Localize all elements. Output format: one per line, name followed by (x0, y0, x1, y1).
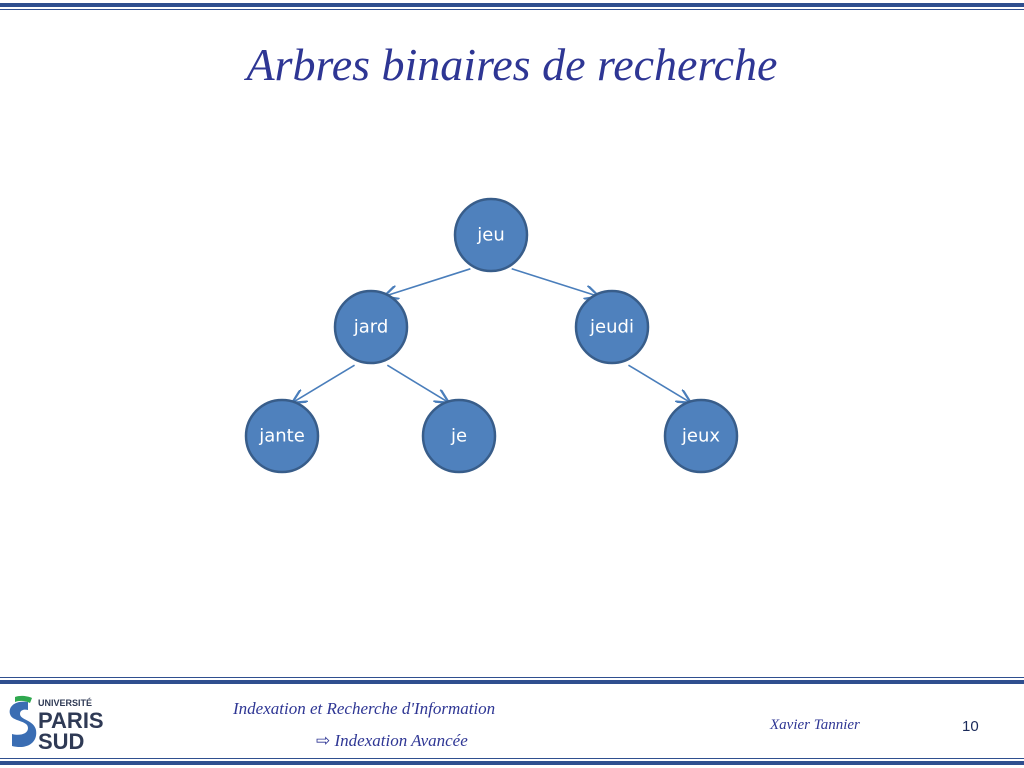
tree-edges (293, 267, 689, 402)
footer-border-thick-bottom (0, 761, 1024, 765)
footer-border-thick-top (0, 680, 1024, 684)
footer-course-title: Indexation et Recherche d'Information (233, 699, 496, 718)
footer-subtitle: ⇨ Indexation Avancée (316, 731, 468, 751)
node-circle (453, 197, 529, 273)
tree-nodes: jeu jard jeudi jante je jeux (244, 197, 739, 474)
universite-paris-sud-logo: UNIVERSITÉ PARIS SUD (9, 695, 104, 754)
tree-node-jante: jante (244, 398, 320, 474)
footer-border-thin-bottom (0, 758, 1024, 759)
node-label: je (450, 426, 467, 447)
node-circle (574, 289, 650, 365)
footer-subtitle-text: Indexation Avancée (334, 731, 468, 750)
arrow-icon: ⇨ (316, 731, 331, 750)
edge-jeu-to-jeudi (511, 267, 598, 296)
page-number: 10 (962, 718, 979, 735)
tree-node-jeu: jeu (453, 197, 529, 273)
edge-jard-to-je (386, 364, 447, 402)
top-border-thin (0, 9, 1024, 10)
node-circle (663, 398, 739, 474)
node-label: jard (353, 317, 389, 338)
tree-node-jard: jard (333, 289, 409, 365)
footer-author: Xavier Tannier (770, 717, 860, 733)
node-label: jeudi (589, 317, 634, 338)
binary-search-tree-diagram: jeu jard jeudi jante je jeux (244, 197, 739, 474)
node-label: jeu (476, 225, 504, 246)
edge-jeu-to-jard (385, 268, 471, 296)
node-circle (421, 398, 497, 474)
slide-title: Arbres binaires de recherche (246, 39, 778, 90)
node-circle (244, 398, 320, 474)
tree-node-jeudi: jeudi (574, 289, 650, 365)
logo-line-universite: UNIVERSITÉ (38, 698, 92, 708)
logo-line-sud: SUD (38, 729, 84, 754)
footer-border-thin-top (0, 677, 1024, 678)
node-circle (333, 289, 409, 365)
node-label: jeux (681, 426, 720, 447)
edge-jard-to-jante (293, 364, 355, 402)
node-label: jante (258, 426, 305, 447)
logo-line-paris: PARIS (38, 708, 104, 733)
tree-node-je: je (421, 398, 497, 474)
top-border-thick (0, 3, 1024, 7)
tree-node-jeux: jeux (663, 398, 739, 474)
edge-jeudi-to-jeux (628, 364, 689, 402)
